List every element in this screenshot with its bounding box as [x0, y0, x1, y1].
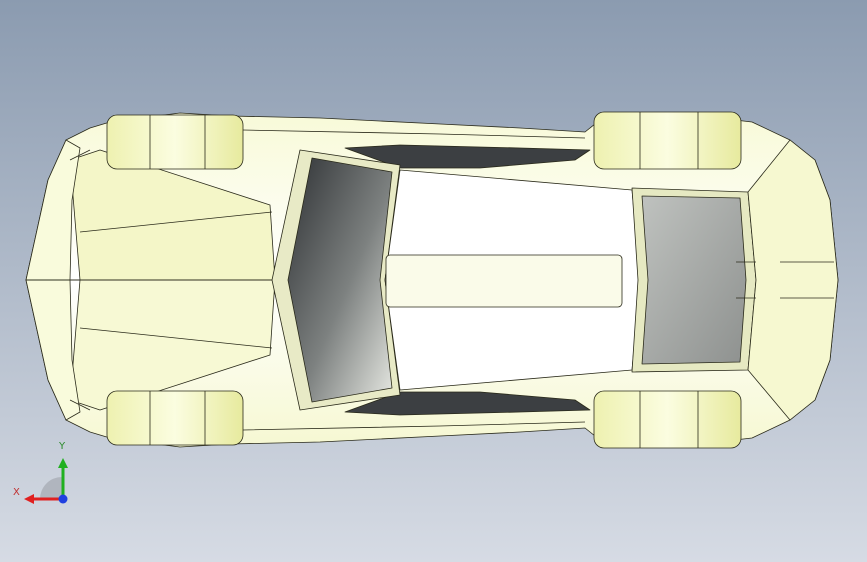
hood-left-panel: [69, 149, 276, 281]
z-axis-origin-icon: [58, 494, 68, 504]
axis-triad: Y X: [10, 440, 80, 510]
roof-stripe: [385, 254, 623, 308]
y-axis-label: Y: [59, 441, 66, 452]
windshield-glass: [287, 157, 393, 403]
hood-crease-lower: [79, 327, 273, 349]
rear-deck: [747, 139, 839, 421]
front-left-wheel[interactable]: [106, 114, 244, 170]
bumper-line-lower: [69, 399, 91, 411]
rear-right-wheel[interactable]: [593, 390, 742, 449]
rear-left-wheel[interactable]: [593, 111, 742, 170]
side-window-lower: [344, 391, 591, 416]
rear-window-glass: [641, 195, 747, 365]
view-orientation-wedge: [40, 477, 62, 499]
side-window-upper: [344, 144, 591, 169]
x-axis-label: X: [13, 487, 20, 498]
side-sill-upper: [242, 129, 586, 139]
bumper-line-upper: [69, 149, 91, 161]
y-axis-arrow-icon: [58, 458, 68, 499]
hood-crease-upper: [79, 211, 273, 233]
hood-right-panel: [69, 279, 276, 411]
car-model[interactable]: [25, 111, 839, 449]
front-right-wheel[interactable]: [106, 390, 244, 446]
axis-triad-graphic: [24, 458, 68, 504]
side-sill-lower: [242, 421, 586, 431]
x-axis-arrow-icon: [24, 494, 63, 504]
